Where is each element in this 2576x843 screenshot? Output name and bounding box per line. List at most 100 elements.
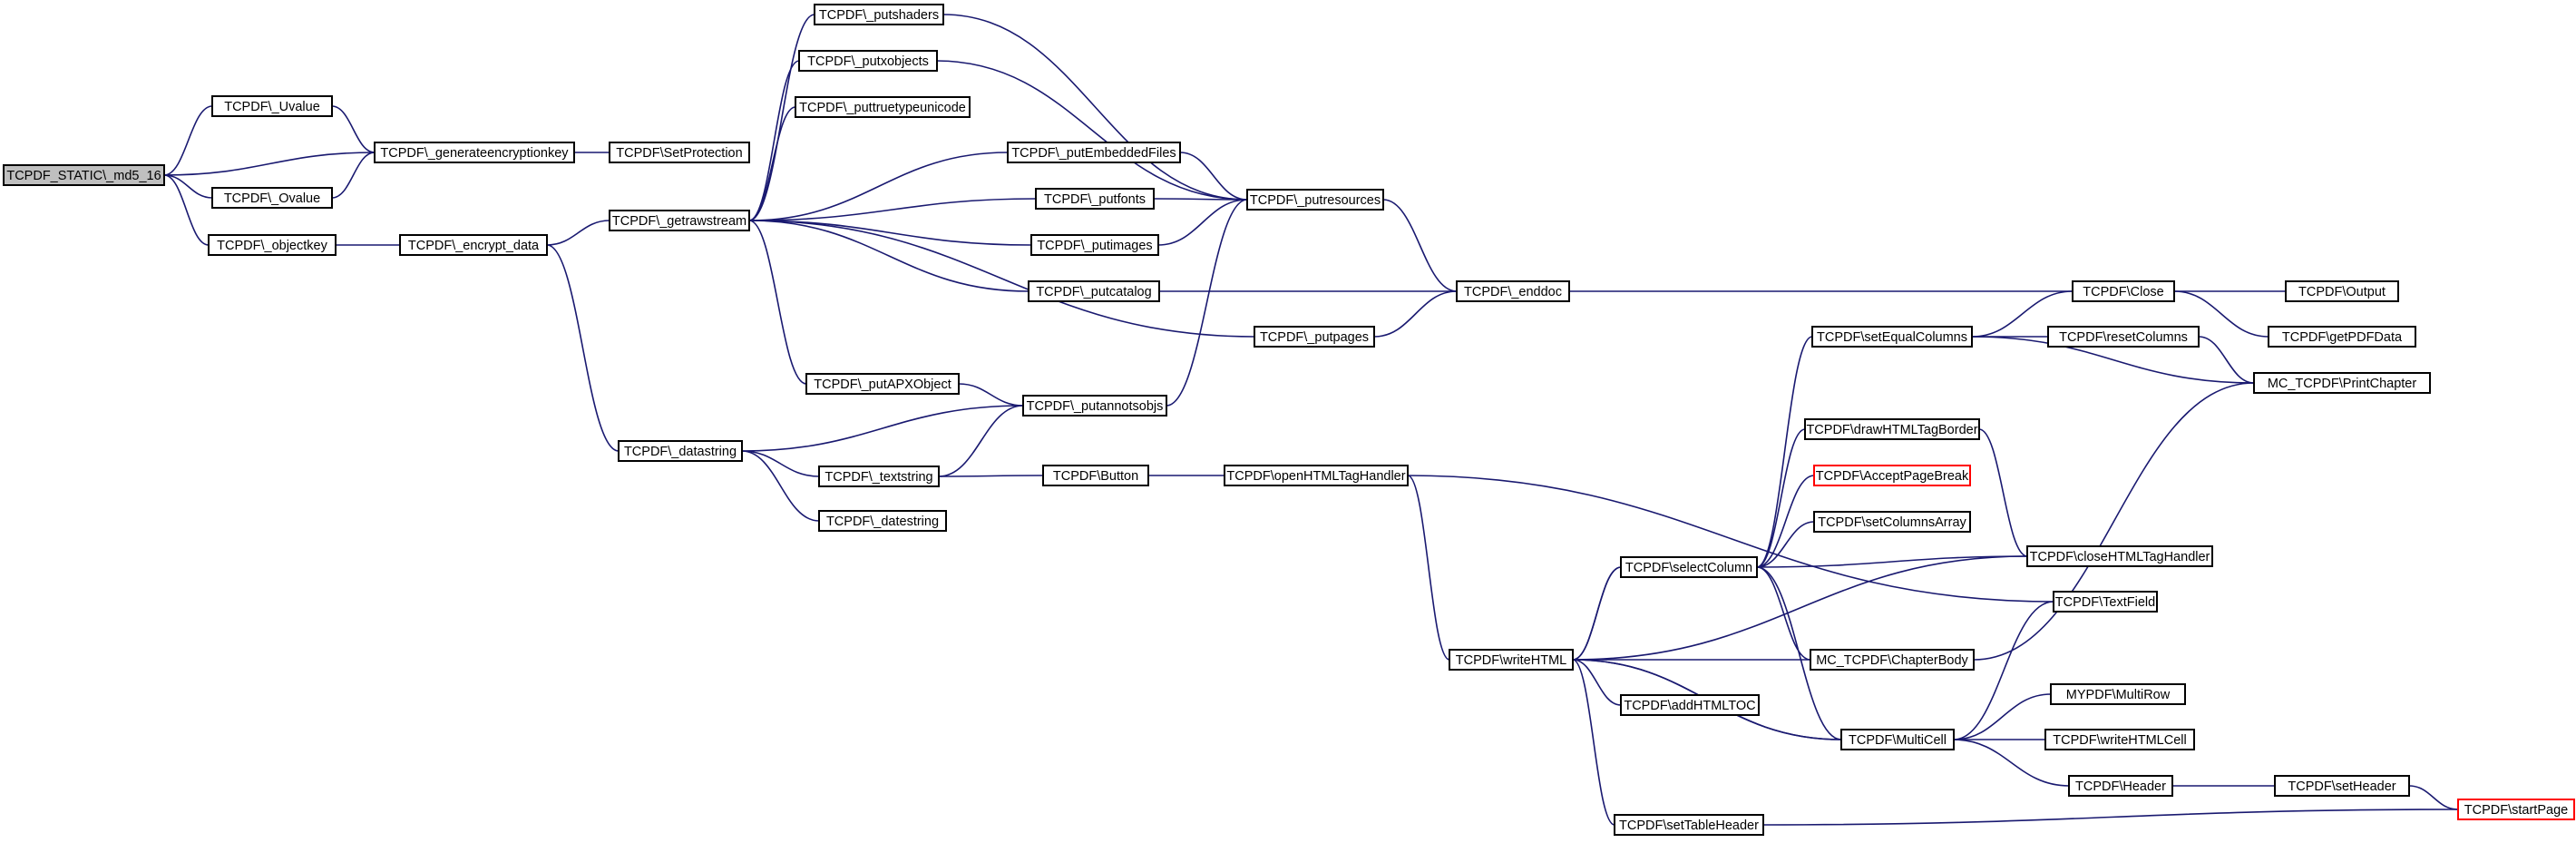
node-objectkey[interactable]: TCPDF\_objectkey — [208, 234, 337, 256]
node-label: TCPDF\closeHTMLTagHandler — [2030, 550, 2210, 564]
node-box — [1811, 326, 1973, 348]
edge-putresources-to-putxobjects — [937, 61, 1248, 201]
node-getpdfdata[interactable]: TCPDF\getPDFData — [2268, 326, 2416, 348]
node-label: TCPDF\_putresources — [1250, 193, 1381, 208]
node-box — [818, 466, 940, 487]
edge-printchapter-to-resetcol — [2199, 337, 2255, 384]
node-selectcol[interactable]: TCPDF\selectColumn — [1620, 556, 1758, 578]
edge-putresources-to-putshaders — [943, 15, 1248, 201]
node-header[interactable]: TCPDF\Header — [2068, 775, 2173, 797]
node-box — [1022, 395, 1167, 417]
node-box — [1620, 694, 1760, 716]
node-box — [3, 164, 165, 186]
node-setprotection[interactable]: TCPDF\SetProtection — [609, 142, 750, 163]
node-setcolarr[interactable]: TCPDF\setColumnsArray — [1813, 511, 1971, 533]
edge-closehtml-to-selectcol — [1757, 555, 2028, 567]
node-box — [1840, 729, 1955, 750]
node-chapterbody[interactable]: MC_TCPDF\ChapterBody — [1810, 649, 1975, 671]
edge-enddoc-to-putpages — [1374, 290, 1458, 337]
edge-putresources-to-putfonts — [1154, 199, 1248, 200]
edge-closehtml-to-drawhtml — [1979, 429, 2028, 557]
node-acceptpb[interactable]: TCPDF\AcceptPageBreak — [1813, 465, 1971, 486]
node-uvalue[interactable]: TCPDF\_Uvalue — [211, 95, 333, 117]
node-box — [2053, 591, 2158, 613]
node-printchapter[interactable]: MC_TCPDF\PrintChapter — [2253, 372, 2431, 394]
edge-putembedded-to-getraw — [749, 152, 1009, 221]
edge-putcatalog-to-getraw — [749, 221, 1029, 292]
node-getraw[interactable]: TCPDF\_getrawstream — [609, 210, 750, 231]
node-datestring[interactable]: TCPDF\_datestring — [818, 510, 947, 532]
node-genkey[interactable]: TCPDF\_generateencryptionkey — [374, 142, 575, 163]
node-md5_16[interactable]: TCPDF_STATIC\_md5_16 — [3, 164, 165, 186]
node-datastring[interactable]: TCPDF\_datastring — [618, 440, 743, 462]
node-startpage[interactable]: TCPDF\startPage — [2457, 799, 2575, 820]
node-textstring[interactable]: TCPDF\_textstring — [818, 466, 940, 487]
node-label: TCPDF\_datastring — [624, 445, 737, 459]
node-label: TCPDF\_Ovalue — [224, 191, 320, 206]
node-box — [2026, 545, 2213, 567]
node-resetcol[interactable]: TCPDF\resetColumns — [2047, 326, 2200, 348]
node-button[interactable]: TCPDF\Button — [1042, 465, 1149, 486]
node-close[interactable]: TCPDF\Close — [2072, 280, 2175, 302]
edge-writehtml-to-selectcol — [1572, 567, 1621, 661]
node-multirow[interactable]: MYPDF\MultiRow — [2050, 683, 2186, 705]
node-label: TCPDF\setHeader — [2288, 779, 2395, 794]
node-putapx[interactable]: TCPDF\_putAPXObject — [805, 373, 960, 395]
node-putfonts[interactable]: TCPDF\_putfonts — [1035, 188, 1155, 210]
node-settableheader[interactable]: TCPDF\setTableHeader — [1614, 814, 1764, 836]
edge-putannots-to-datastring — [742, 405, 1024, 451]
node-output[interactable]: TCPDF\Output — [2285, 280, 2399, 302]
node-closehtml[interactable]: TCPDF\closeHTMLTagHandler — [2026, 545, 2213, 567]
node-setequal[interactable]: TCPDF\setEqualColumns — [1811, 326, 1973, 348]
node-putshaders[interactable]: TCPDF\_putshaders — [814, 4, 944, 25]
edge-objectkey-to-md5_16 — [164, 175, 210, 246]
node-writehtml[interactable]: TCPDF\writeHTML — [1449, 649, 1574, 671]
node-drawhtml[interactable]: TCPDF\drawHTMLTagBorder — [1804, 418, 1980, 440]
edge-textstring-to-datastring — [742, 451, 820, 477]
node-box — [208, 234, 337, 256]
edge-genkey-to-md5_16 — [164, 152, 376, 175]
node-openhtml[interactable]: TCPDF\openHTMLTagHandler — [1224, 465, 1409, 486]
node-writehtmlcell[interactable]: TCPDF\writeHTMLCell — [2044, 729, 2195, 750]
node-putresources[interactable]: TCPDF\_putresources — [1246, 189, 1384, 211]
node-putxobjects[interactable]: TCPDF\_putxobjects — [798, 50, 938, 72]
node-setheader[interactable]: TCPDF\setHeader — [2274, 775, 2410, 797]
node-label: TCPDF\Header — [2075, 779, 2166, 794]
node-box — [1810, 649, 1975, 671]
node-label: TCPDF\TextField — [2055, 595, 2155, 610]
node-textfield[interactable]: TCPDF\TextField — [2053, 591, 2158, 613]
node-putcatalog[interactable]: TCPDF\_putcatalog — [1028, 280, 1160, 302]
node-ovalue[interactable]: TCPDF\_Ovalue — [211, 187, 333, 209]
node-putpages[interactable]: TCPDF\_putpages — [1254, 326, 1375, 348]
node-addhtmltoc[interactable]: TCPDF\addHTMLTOC — [1620, 694, 1760, 716]
node-label: TCPDF\_putAPXObject — [814, 377, 951, 392]
edges-layer — [164, 15, 2459, 825]
node-box — [374, 142, 575, 163]
edge-multirow-to-multicell — [1954, 693, 2052, 740]
node-puttrue[interactable]: TCPDF\_puttruetypeunicode — [795, 96, 971, 118]
node-label: TCPDF\_putEmbeddedFiles — [1011, 146, 1176, 161]
node-box — [211, 95, 333, 117]
edge-setcolarr-to-selectcol — [1757, 521, 1815, 567]
node-label: TCPDF\_generateencryptionkey — [380, 146, 569, 161]
node-label: TCPDF\_enddoc — [1464, 285, 1562, 299]
node-putannots[interactable]: TCPDF\_putannotsobjs — [1022, 395, 1167, 417]
node-label: TCPDF\drawHTMLTagBorder — [1806, 423, 1977, 437]
node-label: MC_TCPDF\PrintChapter — [2268, 377, 2417, 391]
node-label: TCPDF\_objectkey — [217, 239, 327, 253]
node-box — [1224, 465, 1409, 486]
node-putembedded[interactable]: TCPDF\_putEmbeddedFiles — [1007, 142, 1181, 163]
node-box — [211, 187, 333, 209]
edge-closehtml-to-writehtml — [1573, 555, 2028, 660]
node-encrypt[interactable]: TCPDF\_encrypt_data — [399, 234, 548, 256]
node-putimages[interactable]: TCPDF\_putimages — [1030, 234, 1159, 256]
node-label: MYPDF\MultiRow — [2066, 688, 2171, 702]
node-box — [1449, 649, 1574, 671]
node-enddoc[interactable]: TCPDF\_enddoc — [1456, 280, 1570, 302]
node-box — [1804, 418, 1980, 440]
edge-startpage-to-setheader — [2409, 786, 2459, 810]
node-label: TCPDF\addHTMLTOC — [1624, 699, 1755, 713]
edge-close-to-setequal — [1972, 290, 2073, 337]
node-multicell[interactable]: TCPDF\MultiCell — [1840, 729, 1955, 750]
edge-ovalue-to-md5_16 — [164, 175, 213, 199]
